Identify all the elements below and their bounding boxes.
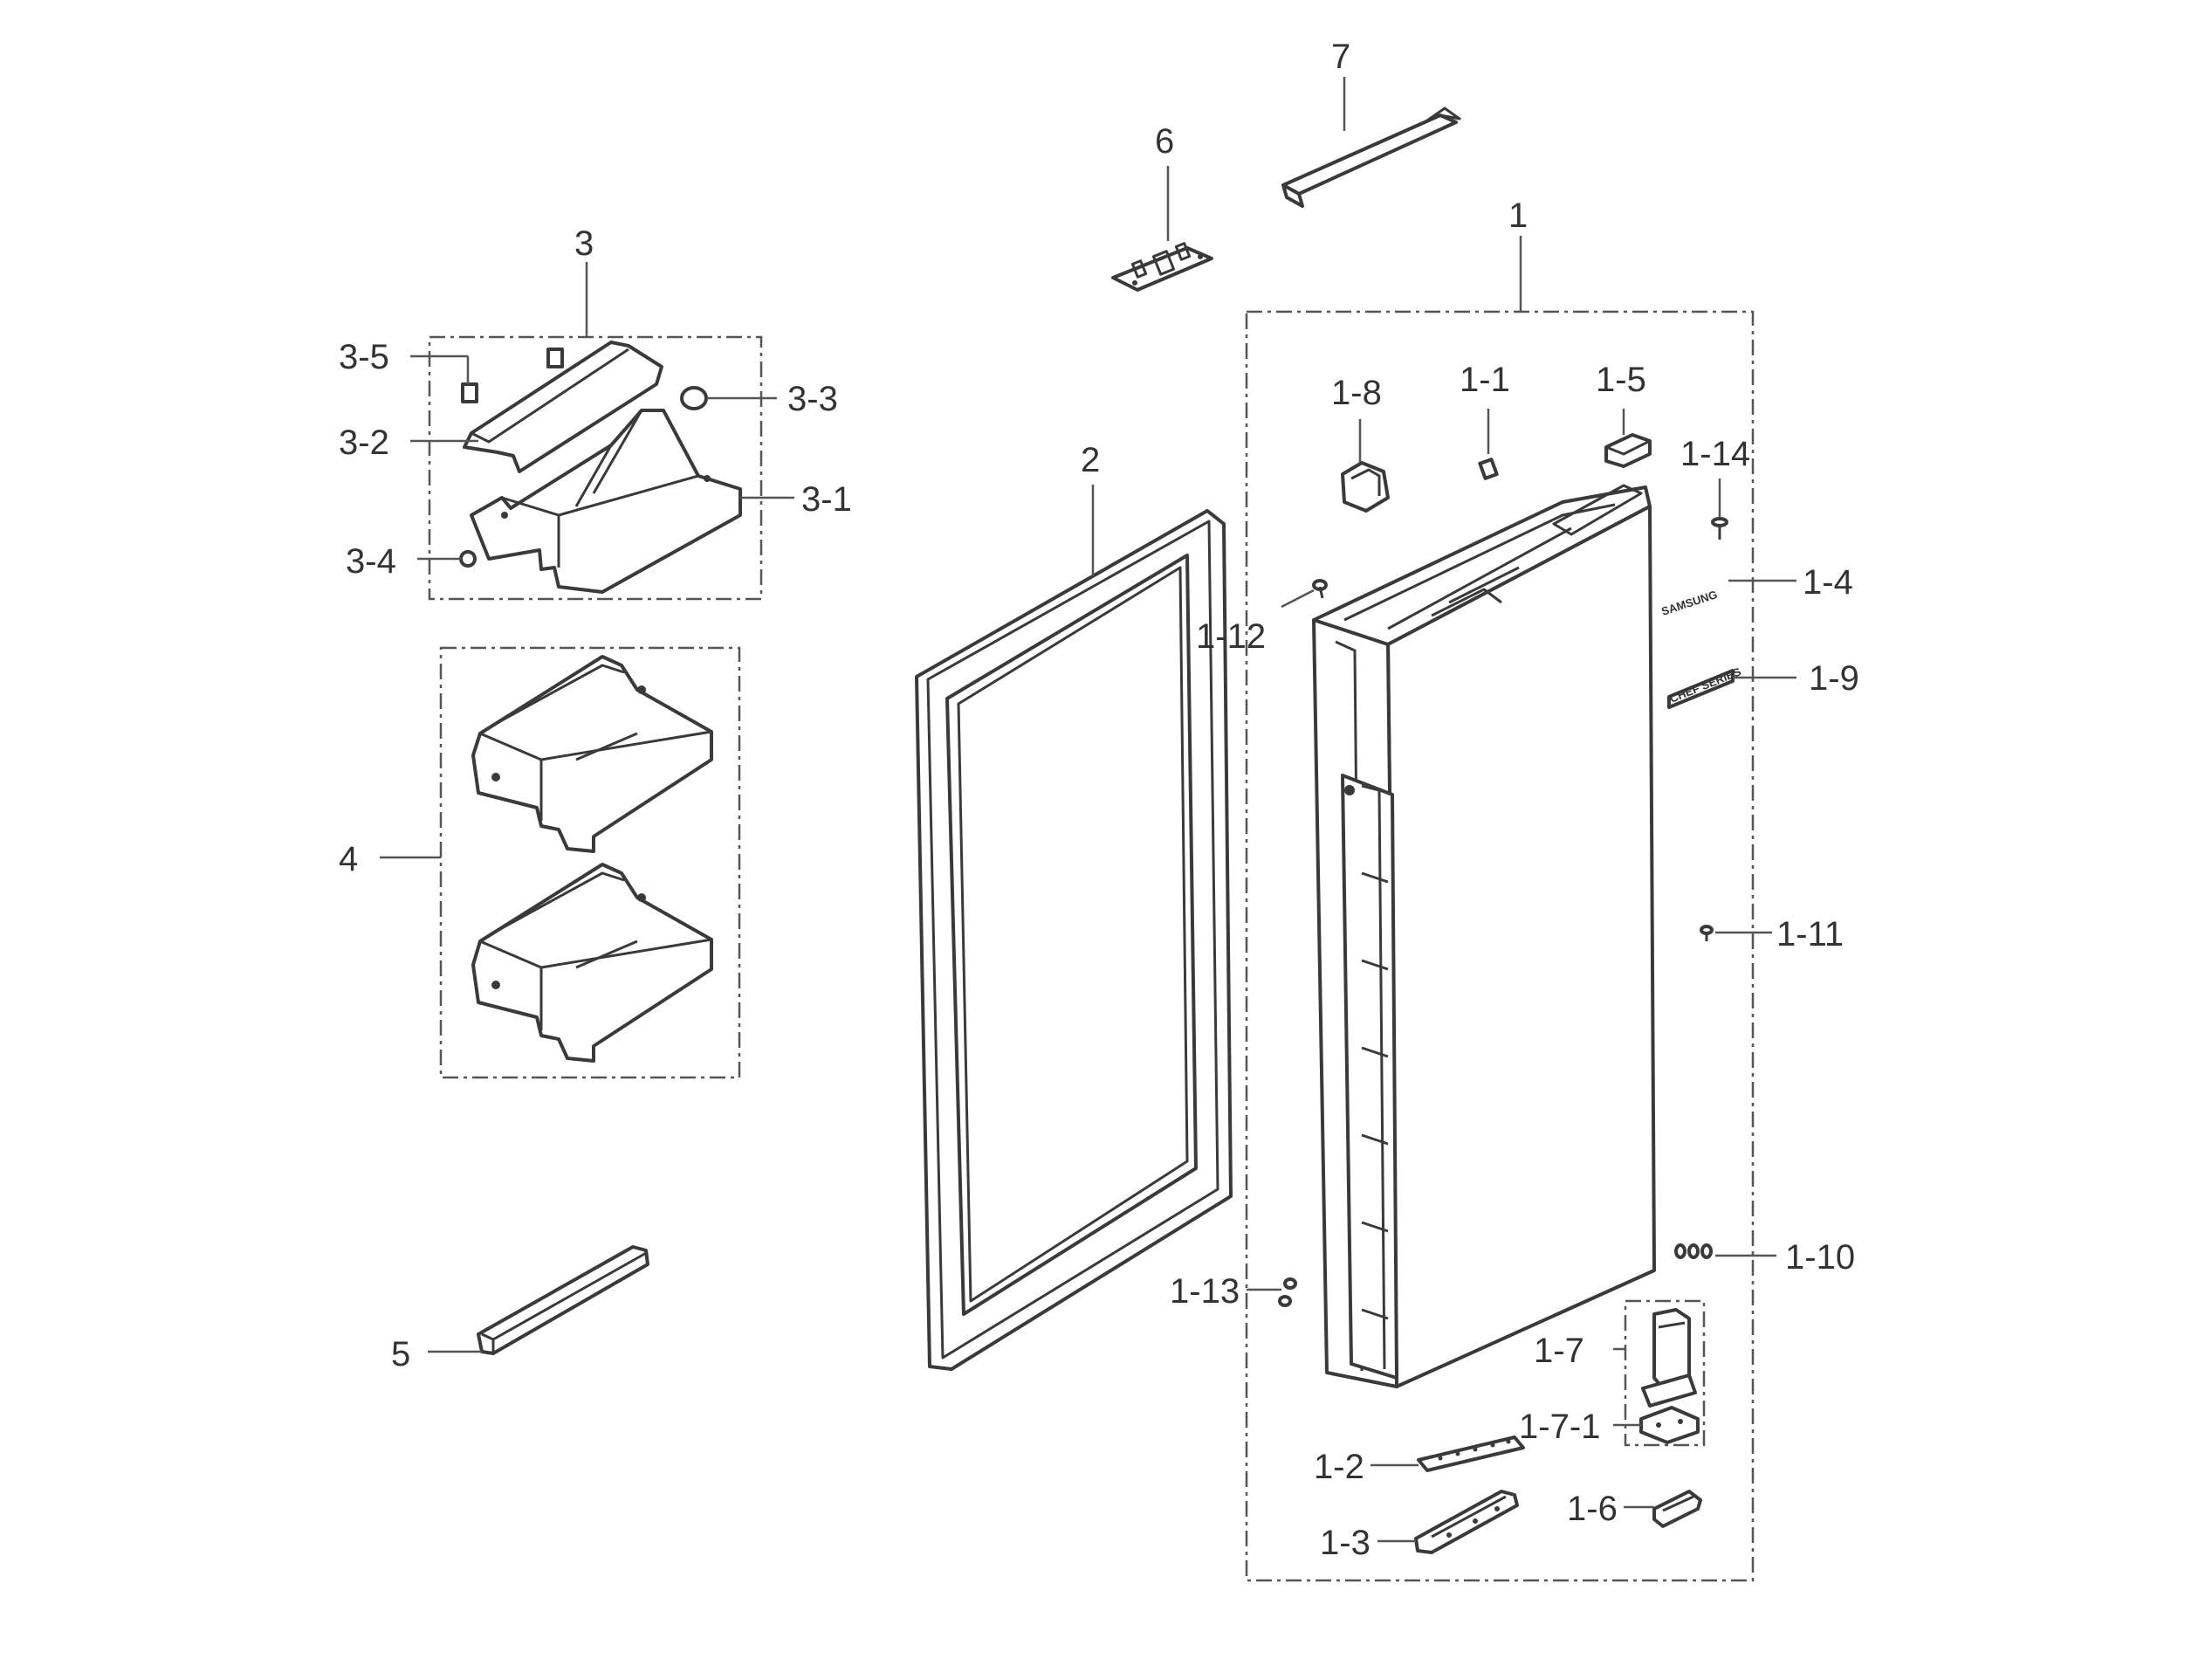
label-5: 5	[391, 1335, 410, 1373]
label-3-5: 3-5	[339, 338, 389, 376]
part-1-8-bracket	[1341, 461, 1390, 513]
label-1-4: 1-4	[1803, 563, 1853, 602]
part-1-11-screw	[1700, 925, 1714, 941]
label-3-2: 3-2	[339, 423, 389, 462]
label-1-7-1: 1-7-1	[1519, 1408, 1600, 1446]
part-1-6-clip	[1652, 1490, 1702, 1528]
label-4: 4	[339, 840, 358, 878]
part-5-trim-bar	[477, 1245, 649, 1355]
label-1-5: 1-5	[1596, 361, 1646, 399]
part-7-cover	[1281, 107, 1461, 208]
part-1-10-screws	[1674, 1243, 1713, 1259]
label-1-6: 1-6	[1567, 1490, 1618, 1528]
part-1-14-screw	[1711, 517, 1728, 540]
part-3-3-knob	[680, 386, 708, 410]
part-1-4-brand-badge: SAMSUNG	[1659, 588, 1719, 618]
part-1-7-1-plate	[1639, 1406, 1700, 1444]
part-3-2-cover	[463, 341, 663, 473]
svg-text:CHEF SERIES: CHEF SERIES	[1668, 664, 1743, 706]
label-1-12: 1-12	[1196, 617, 1266, 656]
label-3-3: 3-3	[787, 380, 838, 418]
part-3-1-bin	[470, 409, 742, 594]
leader-1-12	[1281, 589, 1315, 609]
label-1-10: 1-10	[1785, 1238, 1855, 1277]
assembly-4-group-box	[439, 646, 741, 1079]
part-1-9-series-badge: CHEF SERIES	[1667, 664, 1743, 709]
label-2: 2	[1081, 441, 1100, 479]
part-4-bin-upper	[471, 655, 713, 853]
part-1-5-block	[1604, 433, 1652, 468]
part-2-door-gasket	[915, 509, 1233, 1371]
part-1-door-body	[1312, 484, 1656, 1388]
part-3-5-cap	[461, 348, 564, 403]
part-1-12-screw	[1312, 579, 1328, 599]
label-1-8: 1-8	[1331, 374, 1382, 412]
assembly-1-group-box	[1245, 310, 1755, 1582]
label-3: 3	[574, 224, 594, 263]
part-4-bin-lower	[471, 863, 713, 1063]
label-3-4: 3-4	[346, 542, 396, 581]
part-1-7-hinge	[1641, 1308, 1697, 1408]
label-1-2: 1-2	[1314, 1448, 1364, 1486]
label-1-11: 1-11	[1776, 915, 1844, 953]
label-6: 6	[1155, 122, 1174, 161]
part-1-1-pin	[1478, 458, 1499, 480]
part-3-4-clip	[459, 550, 477, 568]
label-1-13: 1-13	[1170, 1272, 1240, 1311]
label-1-9: 1-9	[1809, 659, 1859, 698]
label-1-3: 1-3	[1320, 1524, 1370, 1562]
subassembly-1-7-group-box	[1624, 1299, 1706, 1447]
label-1-7: 1-7	[1534, 1332, 1584, 1370]
svg-text:SAMSUNG: SAMSUNG	[1659, 588, 1719, 618]
part-6-hinge-plate	[1111, 242, 1213, 292]
part-1-2-strip	[1417, 1435, 1525, 1472]
label-3-1: 3-1	[801, 480, 852, 519]
label-1-1: 1-1	[1460, 361, 1510, 399]
label-1-14: 1-14	[1680, 435, 1750, 473]
label-7: 7	[1331, 38, 1350, 76]
label-1: 1	[1508, 196, 1528, 235]
part-1-3-rail	[1414, 1490, 1519, 1554]
part-1-13-screws	[1278, 1277, 1297, 1307]
